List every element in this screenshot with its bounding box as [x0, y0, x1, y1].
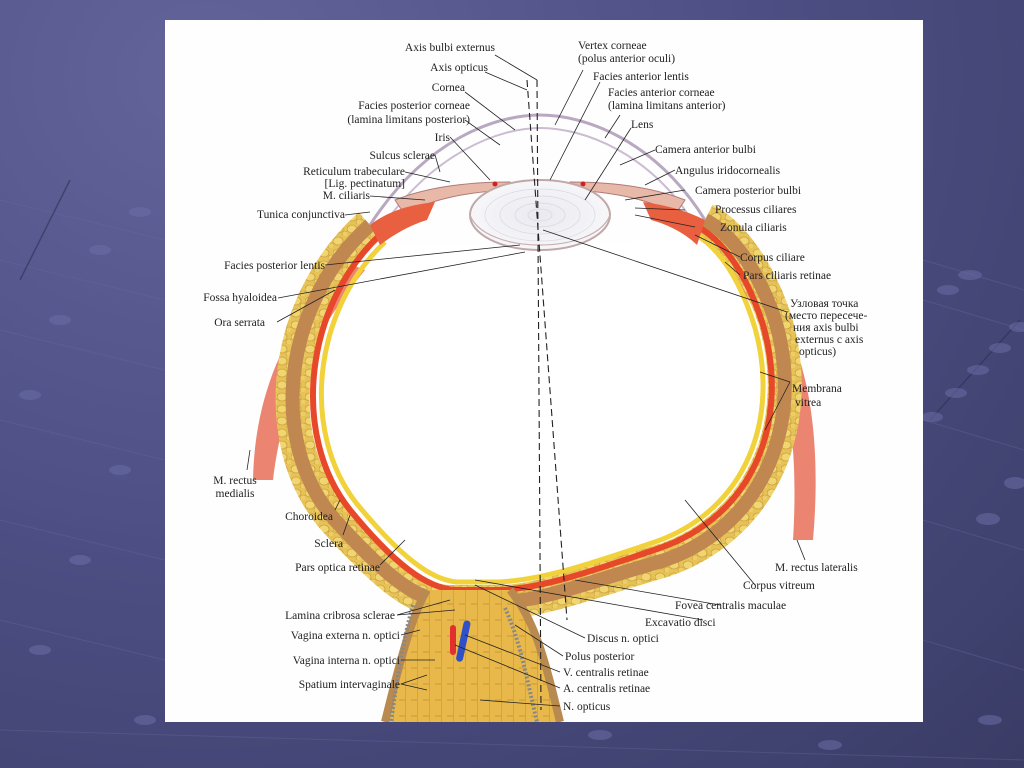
label-lig-pectinatum: [Lig. pectinatum] — [324, 178, 405, 190]
label-spatium-intervaginale: Spatium intervaginale — [298, 679, 400, 691]
central-artery — [450, 625, 456, 655]
label-nodal-point-line2: (место пересече- — [785, 310, 868, 322]
ciliary-body-left — [370, 202, 435, 245]
label-pars-optica-retinae: Pars optica retinae — [295, 562, 380, 574]
label-m-rectus-medialis-line2: medialis — [215, 488, 255, 500]
label-iris: Iris — [434, 132, 450, 144]
central-vein — [456, 620, 471, 662]
label-camera-anterior-bulbi: Camera anterior bulbi — [655, 144, 756, 156]
label-fossa-hyaloidea: Fossa hyaloidea — [203, 292, 277, 304]
intervaginal-space-left — [389, 604, 415, 722]
label-lens: Lens — [631, 119, 654, 131]
label-a-centralis-retinae: A. centralis retinae — [563, 683, 651, 695]
label-sulcus-sclerae: Sulcus sclerae — [369, 150, 435, 162]
label-nodal-point: Узловая точка — [790, 298, 859, 310]
diagram-panel: Axis bulbi externus Axis opticus Cornea … — [165, 20, 923, 722]
optic-nerve — [385, 590, 560, 722]
label-polus-posterior: Polus posterior — [565, 651, 635, 663]
label-lamina-limitans-anterior: (lamina limitans anterior) — [608, 100, 726, 112]
label-facies-posterior-lentis: Facies posterior lentis — [224, 260, 325, 272]
label-lamina-cribrosa: Lamina cribrosa sclerae — [285, 610, 395, 622]
label-reticulum-trabeculare: Reticulum trabeculare — [303, 166, 405, 178]
label-membrana-vitrea-line2: vitrea — [795, 397, 822, 409]
label-m-rectus-lateralis: M. rectus lateralis — [775, 562, 858, 574]
label-nodal-point-line4: externus с axis — [795, 334, 864, 346]
label-facies-posterior-corneae: Facies posterior corneae — [358, 100, 470, 112]
label-pars-ciliaris-retinae: Pars ciliaris retinae — [743, 270, 832, 282]
label-excavatio-disci: Excavatio disci — [645, 617, 716, 629]
axis-bulbi-externus-line — [536, 79, 542, 711]
label-processus-ciliares: Processus ciliares — [715, 204, 797, 216]
label-camera-posterior-bulbi: Camera posterior bulbi — [695, 185, 802, 197]
label-choroidea: Choroidea — [285, 511, 333, 523]
label-nodal-point-line3: ния axis bulbi — [793, 322, 859, 334]
label-n-opticus: N. opticus — [563, 701, 611, 713]
label-tunica-conjunctiva: Tunica conjunctiva — [256, 209, 345, 221]
label-lamina-limitans-posterior: (lamina limitans posterior) — [347, 114, 470, 126]
lateral-rectus-muscle — [730, 265, 816, 540]
label-facies-anterior-lentis: Facies anterior lentis — [593, 71, 689, 83]
lens — [469, 179, 611, 251]
label-ora-serrata: Ora serrata — [214, 317, 265, 329]
intervaginal-space-right — [503, 607, 539, 722]
label-vagina-interna: Vagina interna n. optici — [292, 655, 400, 667]
label-discus-n-optici: Discus n. optici — [587, 633, 659, 645]
axis-opticus-line — [526, 79, 568, 621]
label-corpus-ciliare: Corpus ciliare — [740, 252, 805, 264]
label-membrana-vitrea: Membrana — [792, 383, 842, 395]
label-polus-anterior-oculi: (polus anterior oculi) — [578, 53, 676, 65]
label-m-ciliaris: M. ciliaris — [322, 190, 370, 202]
eyeball-illustration — [246, 54, 816, 722]
cornea — [368, 113, 707, 226]
retina-layer — [319, 231, 766, 585]
label-sclera: Sclera — [314, 538, 343, 550]
label-axis-opticus: Axis opticus — [430, 62, 488, 74]
label-facies-anterior-corneae: Facies anterior corneae — [608, 87, 715, 99]
label-axis-bulbi-externus: Axis bulbi externus — [404, 42, 495, 54]
label-nodal-point-line5: opticus) — [799, 346, 837, 358]
ciliary-body-right — [643, 202, 705, 245]
label-zonula-ciliaris: Zonula ciliaris — [720, 222, 787, 234]
choroid-layer — [309, 225, 775, 593]
label-vagina-externa: Vagina externa n. optici — [290, 630, 400, 642]
label-v-centralis-retinae: V. centralis retinae — [563, 667, 649, 679]
label-fovea-centralis: Fovea centralis maculae — [675, 600, 787, 612]
label-cornea: Cornea — [431, 82, 465, 94]
label-m-rectus-medialis: M. rectus — [213, 475, 257, 487]
label-vertex-corneae: Vertex corneae — [578, 40, 647, 52]
vitreous-body — [327, 240, 757, 576]
label-corpus-vitreum: Corpus vitreum — [743, 580, 815, 592]
label-angulus-iridocornealis: Angulus iridocornealis — [675, 165, 781, 177]
